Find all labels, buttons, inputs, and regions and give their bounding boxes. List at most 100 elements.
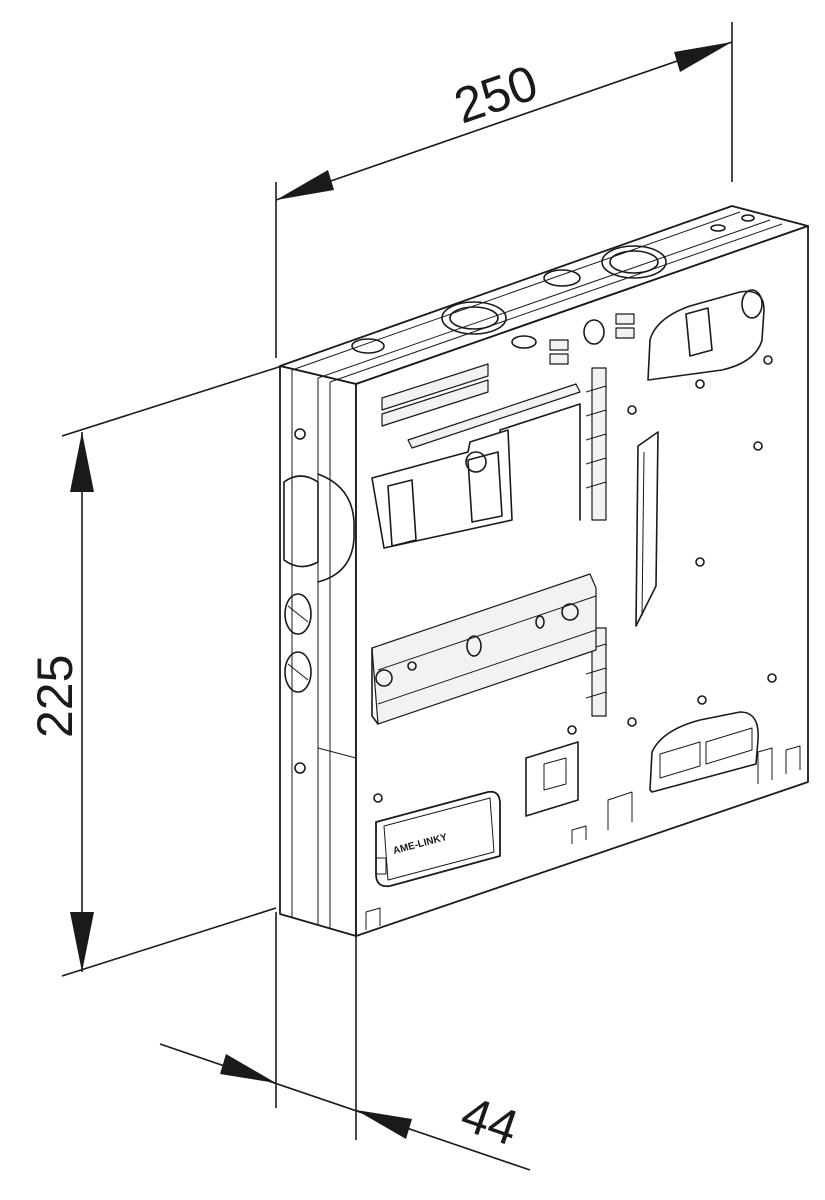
bottom-tab [607,791,633,830]
top-rim-line [291,211,741,371]
din-rail-screw-left [375,669,393,687]
width-value: 250 [447,54,544,134]
rj-socket-outline [525,741,579,817]
bottom-tab [365,907,381,930]
width-dimension-line [275,41,733,201]
side-knockout-1-slot [287,605,309,623]
connector-block-1 [549,339,569,351]
terminal-strip-row-2 [381,379,489,427]
cable-entry-knob [741,289,763,319]
clip-block-lever-1 [387,479,417,547]
height-extension-line-bottom [61,907,277,977]
clip-block-lever-2 [467,451,503,523]
height-extension-line-top [61,365,283,437]
mounting-hole [767,673,777,683]
bottom-tab [785,745,801,774]
mounting-hole [763,355,773,365]
mounting-hole [697,695,707,705]
lower-entry-clip-2 [705,727,753,765]
side-screw-bottom [294,762,306,774]
wall-plug-icon [583,319,605,345]
width-arrow-right [674,42,732,72]
comb-tooth [585,409,607,417]
height-value: 225 [27,655,83,738]
comb-tooth [585,385,607,393]
bottom-tab [571,825,587,844]
height-arrow-bottom [70,912,94,972]
comb-tooth [585,433,607,441]
top-knockout-3 [543,269,581,287]
rj-socket [525,741,579,817]
upper-bracket [499,403,581,521]
cable-entry-outline [647,290,765,381]
width-arrow-left [276,170,334,200]
mounting-hole [695,379,705,389]
terminal-strip-row-1 [381,363,489,411]
depth-arrow-left [220,1054,276,1083]
cable-entry-clip [685,307,713,357]
top-knockout-1 [351,338,385,354]
cable-entry-bottom-right [649,711,759,793]
lower-entry-outline [649,711,759,793]
depth-value: 44 [454,1085,525,1156]
side-knockout-curve [317,473,355,583]
mounting-hole [627,717,637,727]
ame-linky-latch [375,857,387,875]
mounting-hole [373,793,383,803]
din-rail-hole-left [407,661,417,671]
din-rail-hole-center [466,635,482,657]
comb-tooth [585,691,607,699]
top-rim-line-3 [329,223,783,383]
side-knockout-1 [284,593,312,635]
enclosure: AME-LINKY [279,205,809,937]
ame-linky-module: AME-LINKY [375,790,501,888]
comb-upper-body [591,367,607,521]
din-rail-hole-right [535,615,545,629]
connector-block-2 [549,353,569,365]
depth-arrow-right [356,1110,412,1139]
ame-linky-inner [383,797,495,881]
vertical-slot-inner [641,451,645,617]
top-knockout-2-inner [449,306,499,330]
side-screw-top [294,428,306,440]
comb-tooth [585,481,607,489]
depth-dimension-line [159,1043,531,1171]
terminal-comb-upper [585,367,607,521]
top-grommet [511,335,537,349]
upper-rail [407,383,581,449]
din-rail-groove [377,595,597,671]
top-screw-hole [710,224,726,232]
din-rail [371,573,597,725]
top-screw-hole-2 [741,214,755,222]
din-rail-screw-right [561,603,579,621]
connector-block-3 [615,313,635,325]
top-knockout-2 [441,301,507,335]
height-arrow-top [70,432,94,492]
mounting-hole [567,725,577,735]
din-rail-lip [377,629,597,705]
mounting-hole [753,441,763,451]
clip-block-outline [371,429,513,549]
terminal-strip [381,363,489,427]
comb-tooth [585,667,607,675]
rj-socket-port [543,757,567,791]
top-knockout-4 [601,245,667,279]
bottom-tab [757,747,773,784]
din-rail-edge [371,647,379,725]
cable-entry-top-right [647,289,765,381]
ame-linky-outline [375,790,501,888]
lower-entry-clip [659,741,701,779]
top-knockout-4-inner [609,250,659,274]
vertical-slot [635,431,659,627]
height-dimension: 225 [27,365,283,977]
side-knockout-2-slot [287,663,309,681]
clip-block-screw [465,451,487,473]
mounting-hole [627,405,637,415]
comb-tooth [585,457,607,465]
side-joint-line [317,747,357,759]
clip-block-left [371,429,513,549]
connector-block-4 [615,327,635,339]
mounting-hole [695,557,705,567]
side-knockout-2 [284,651,312,693]
